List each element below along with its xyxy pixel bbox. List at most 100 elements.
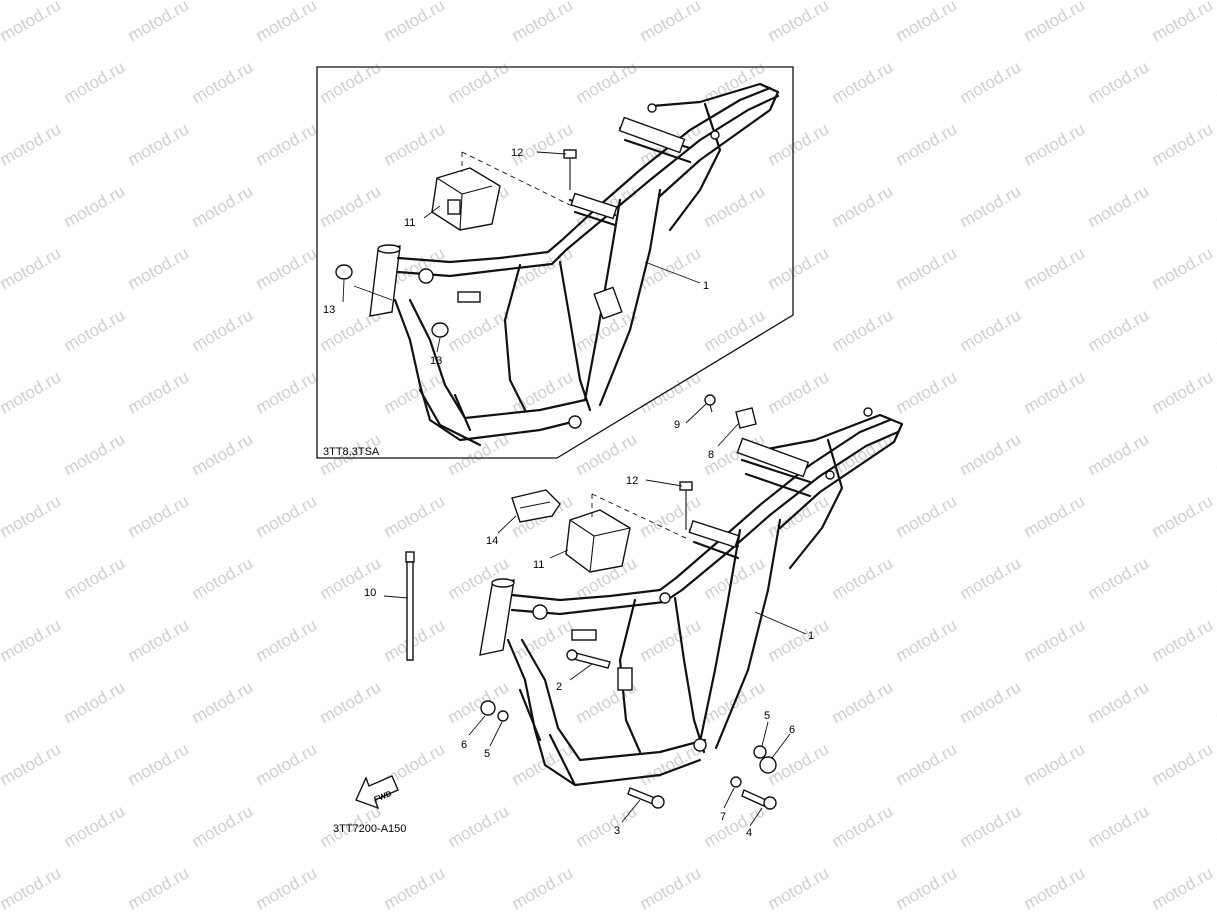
watermark-text: motod.ru [189, 305, 257, 355]
watermark-text: motod.ru [381, 491, 449, 541]
watermark-text: motod.ru [253, 367, 321, 417]
watermark-text: motod.ru [61, 57, 129, 107]
callout-6: 6 [789, 724, 795, 736]
watermark-text: motod.ru [1021, 615, 1089, 665]
watermark-text: motod.ru [1213, 677, 1217, 727]
watermark-text: motod.ru [701, 181, 769, 231]
watermark-text: motod.ru [509, 863, 577, 913]
watermark-text: motod.ru [1085, 305, 1153, 355]
watermark-text: motod.ru [61, 305, 129, 355]
watermark-text: motod.ru [189, 57, 257, 107]
callout-2: 2 [556, 681, 562, 693]
callout-9: 9 [674, 419, 680, 431]
watermark-text: motod.ru [0, 863, 64, 913]
watermark-text: motod.ru [1085, 57, 1153, 107]
watermark-text: motod.ru [1213, 429, 1217, 479]
watermark-text: motod.ru [381, 615, 449, 665]
callout-14: 14 [486, 535, 498, 547]
watermark-text: motod.ru [253, 863, 321, 913]
main-leader-lines [383, 403, 807, 827]
watermark-text: motod.ru [189, 181, 257, 231]
watermark-text: motod.ru [317, 181, 385, 231]
inset-panel: 12 11 13 13 1 3TT8,3TSA [316, 66, 794, 459]
watermark-text: motod.ru [189, 677, 257, 727]
watermark-text: motod.ru [1021, 491, 1089, 541]
watermark-text: motod.ru [1213, 181, 1217, 231]
watermark-text: motod.ru [893, 739, 961, 789]
fwd-arrow-icon: FWD [355, 775, 399, 810]
watermark-text: motod.ru [1149, 243, 1217, 293]
watermark-text: motod.ru [1149, 367, 1217, 417]
watermark-text: motod.ru [189, 429, 257, 479]
watermark-text: motod.ru [381, 367, 449, 417]
watermark-text: motod.ru [957, 801, 1025, 851]
watermark-text: motod.ru [125, 119, 193, 169]
inset-model-caption: 3TT8,3TSA [323, 446, 380, 458]
watermark-text: motod.ru [1085, 801, 1153, 851]
watermark-text: motod.ru [701, 57, 769, 107]
watermark-text: motod.ru [125, 243, 193, 293]
watermark-text: motod.ru [1085, 181, 1153, 231]
watermark-text: motod.ru [0, 367, 64, 417]
watermark-text: motod.ru [253, 119, 321, 169]
watermark-text: motod.ru [0, 0, 64, 45]
watermark-text: motod.ru [317, 57, 385, 107]
callout-12: 12 [626, 475, 638, 487]
watermark-text: motod.ru [253, 491, 321, 541]
inset-callout-1: 1 [703, 280, 709, 292]
watermark-text: motod.ru [573, 801, 641, 851]
watermark-text: motod.ru [957, 181, 1025, 231]
watermark-text: motod.ru [0, 615, 64, 665]
watermark-text: motod.ru [509, 739, 577, 789]
inset-border [316, 66, 794, 459]
callout-3: 3 [614, 825, 620, 837]
watermark-text: motod.ru [1021, 243, 1089, 293]
watermark-text: motod.ru [381, 0, 449, 45]
watermark-text: motod.ru [1021, 119, 1089, 169]
watermark-text: motod.ru [509, 119, 577, 169]
callout-6: 6 [461, 739, 467, 751]
watermark-text: motod.ru [1149, 739, 1217, 789]
watermark-text: motod.ru [445, 57, 513, 107]
watermark-text: motod.ru [189, 553, 257, 603]
watermark-text: motod.ru [381, 119, 449, 169]
watermark-text: motod.ru [957, 429, 1025, 479]
watermark-text: motod.ru [1213, 57, 1217, 107]
watermark-text: motod.ru [253, 0, 321, 45]
watermark-text: motod.ru [1085, 677, 1153, 727]
watermark-text: motod.ru [1021, 367, 1089, 417]
watermark-text: motod.ru [509, 0, 577, 45]
watermark-text: motod.ru [765, 491, 833, 541]
watermark-text: motod.ru [125, 863, 193, 913]
watermark-text: motod.ru [317, 677, 385, 727]
watermark-text: motod.ru [445, 801, 513, 851]
watermark-text: motod.ru [765, 367, 833, 417]
watermark-text: motod.ru [893, 863, 961, 913]
watermark-text: motod.ru [1021, 0, 1089, 45]
watermark-text: motod.ru [189, 801, 257, 851]
watermark-text: motod.ru [573, 429, 641, 479]
watermark-text: motod.ru [445, 305, 513, 355]
watermark-text: motod.ru [765, 243, 833, 293]
watermark-text: motod.ru [1213, 305, 1217, 355]
watermark-text: motod.ru [829, 801, 897, 851]
watermark-text: motod.ru [61, 553, 129, 603]
callout-4: 4 [746, 827, 752, 839]
watermark-text: motod.ru [829, 305, 897, 355]
callout-1: 1 [808, 630, 814, 642]
watermark-text: motod.ru [573, 57, 641, 107]
callout-11: 11 [533, 559, 544, 571]
watermark-text: motod.ru [0, 243, 64, 293]
watermark-text: motod.ru [701, 801, 769, 851]
inset-callout-13: 13 [323, 304, 335, 316]
watermark-text: motod.ru [1085, 429, 1153, 479]
watermark-text: motod.ru [829, 677, 897, 727]
watermark-text: motod.ru [1021, 863, 1089, 913]
watermark-text: motod.ru [893, 367, 961, 417]
watermark-text: motod.ru [1149, 863, 1217, 913]
watermark-text: motod.ru [1021, 739, 1089, 789]
watermark-text: motod.ru [253, 243, 321, 293]
watermark-text: motod.ru [125, 491, 193, 541]
inset-callout-13: 13 [430, 355, 442, 367]
